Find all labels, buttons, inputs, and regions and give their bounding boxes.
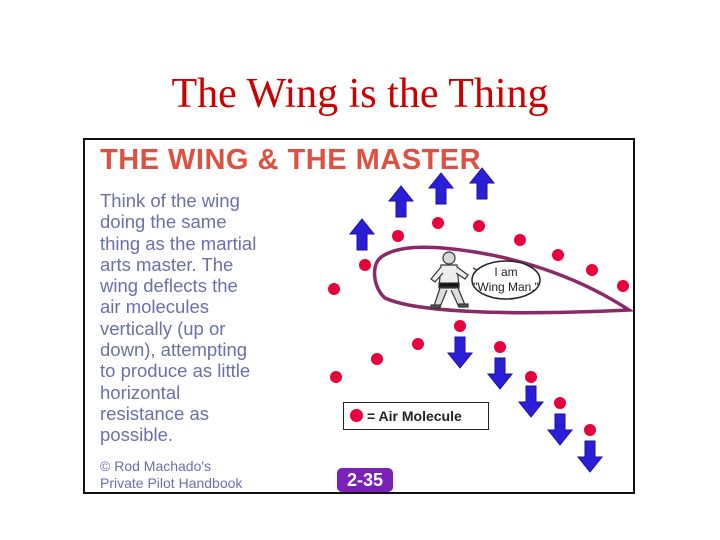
air-molecule-icon xyxy=(617,280,629,292)
air-molecule-icon xyxy=(350,408,363,422)
speech-bubble: I am "Wing Man." xyxy=(471,260,541,300)
figure-heading: THE WING & THE MASTER xyxy=(100,144,482,176)
air-molecule-icon xyxy=(552,249,564,261)
air-molecule-icon xyxy=(412,338,424,350)
body-line: air molecules xyxy=(100,296,209,318)
air-molecule-icon xyxy=(525,371,537,383)
body-line: thing as the martial xyxy=(100,232,257,254)
air-molecule-icon xyxy=(514,234,526,246)
down-arrow-icon xyxy=(487,357,513,390)
air-molecule-icon xyxy=(359,259,371,271)
air-molecule-icon xyxy=(586,264,598,276)
air-molecule-icon xyxy=(330,371,342,383)
up-arrow-icon xyxy=(428,172,454,205)
air-molecule-icon xyxy=(554,397,566,409)
wing-airflow-diagram: I am "Wing Man." xyxy=(328,167,633,473)
speech-line-1: I am xyxy=(494,265,517,279)
body-line: Think of the wing xyxy=(100,190,240,211)
body-line: possible. xyxy=(100,424,174,446)
down-arrow-icon xyxy=(577,440,603,473)
down-arrow-icon xyxy=(447,336,473,369)
body-line: to produce as little xyxy=(100,360,251,382)
credit: © Rod Machado's Private Pilot Handbook xyxy=(100,458,242,492)
credit-line-2: Private Pilot Handbook xyxy=(100,475,243,491)
page-number-badge: 2-35 xyxy=(337,468,393,492)
speech-line-2: "Wing Man." xyxy=(473,280,539,294)
up-arrow-icon xyxy=(388,185,414,218)
body-line: wing deflects the xyxy=(100,275,238,297)
air-molecule-icon xyxy=(371,353,383,365)
legend-label: = Air Molecule xyxy=(367,407,462,424)
air-molecule-icon xyxy=(584,424,596,436)
air-molecule-icon xyxy=(473,220,485,232)
up-arrow-icon xyxy=(469,167,495,200)
up-arrow-icon xyxy=(349,218,375,251)
legend-box: = Air Molecule xyxy=(343,402,489,430)
down-arrow-icon xyxy=(518,385,544,418)
body-text: Think of the wing doing the same thing a… xyxy=(100,190,300,446)
wing-diagram-figure: THE WING & THE MASTER Think of the wing … xyxy=(83,138,635,494)
body-line: horizontal xyxy=(100,381,181,403)
air-molecule-icon xyxy=(454,320,466,332)
body-line: doing the same xyxy=(100,211,227,233)
air-molecule-icon xyxy=(392,230,404,242)
down-arrow-icon xyxy=(547,413,573,446)
air-molecule-icon xyxy=(494,341,506,353)
air-molecule-icon xyxy=(328,283,340,295)
slide-title: The Wing is the Thing xyxy=(171,71,549,117)
body-line: arts master. The xyxy=(100,253,234,275)
body-line: down), attempting xyxy=(100,339,248,361)
air-molecules xyxy=(328,217,629,436)
martial-artist-figure xyxy=(430,251,469,309)
air-molecule-icon xyxy=(432,217,444,229)
credit-line-1: © Rod Machado's xyxy=(100,458,212,474)
body-line: vertically (up or xyxy=(100,317,226,339)
body-line: resistance as xyxy=(100,402,209,424)
